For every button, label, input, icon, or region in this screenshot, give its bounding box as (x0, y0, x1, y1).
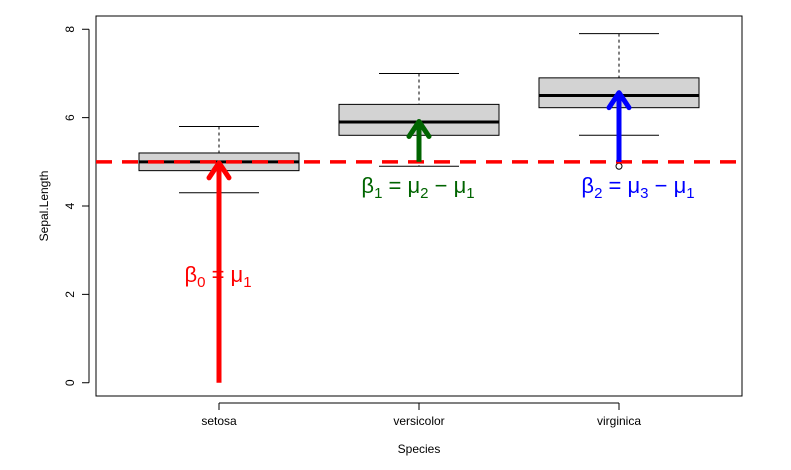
arrow-head (406, 118, 432, 139)
annotation-subscript: 1 (374, 185, 382, 202)
arrow-setosa (206, 160, 232, 383)
y-tick-label: 4 (63, 202, 77, 209)
arrow-virginica (606, 90, 632, 162)
x-tick-label: setosa (201, 414, 237, 428)
annotation-b0: β0 = μ1 (184, 262, 251, 291)
annotation-subscript: 2 (420, 185, 428, 202)
y-tick-label: 8 (63, 26, 77, 33)
x-axis: setosa versicolor virginica (201, 402, 641, 428)
arrow-head (606, 90, 632, 111)
arrow-head (206, 160, 232, 181)
annotation-segment: = μ (205, 262, 243, 287)
annotation-subscript: 1 (466, 185, 474, 202)
annotation-segment: = μ (602, 173, 640, 198)
annotation-subscript: 0 (197, 274, 205, 291)
x-tick-label: virginica (597, 414, 641, 428)
x-axis-label: Species (398, 442, 441, 456)
annotation-segment: − μ (429, 173, 467, 198)
annotation-segment: = μ (382, 173, 420, 198)
box-versicolor (338, 72, 500, 167)
y-tick-label: 0 (63, 379, 77, 386)
annotation-subscript: 3 (640, 185, 648, 202)
annotation-segment: − μ (649, 173, 687, 198)
y-tick-label: 2 (63, 291, 77, 298)
y-axis: 0 2 4 6 8 (63, 26, 90, 386)
annotation-subscript: 1 (243, 274, 251, 291)
annotation-segment: β (184, 262, 197, 287)
annotation-segment: β (581, 173, 594, 198)
x-tick-label: versicolor (393, 414, 444, 428)
arrows (206, 90, 632, 383)
plot-frame (95, 15, 743, 397)
annotation-subscript: 2 (594, 185, 602, 202)
annotation-b1: β1 = μ2 − μ1 (361, 173, 474, 202)
outlier-point (615, 162, 623, 170)
y-axis-label: Sepal.Length (37, 171, 51, 242)
annotation-b2: β2 = μ3 − μ1 (581, 173, 694, 202)
annotation-segment: β (361, 173, 374, 198)
annotation-subscript: 1 (686, 185, 694, 202)
y-tick-label: 6 (63, 114, 77, 121)
arrow-versicolor (406, 118, 432, 162)
